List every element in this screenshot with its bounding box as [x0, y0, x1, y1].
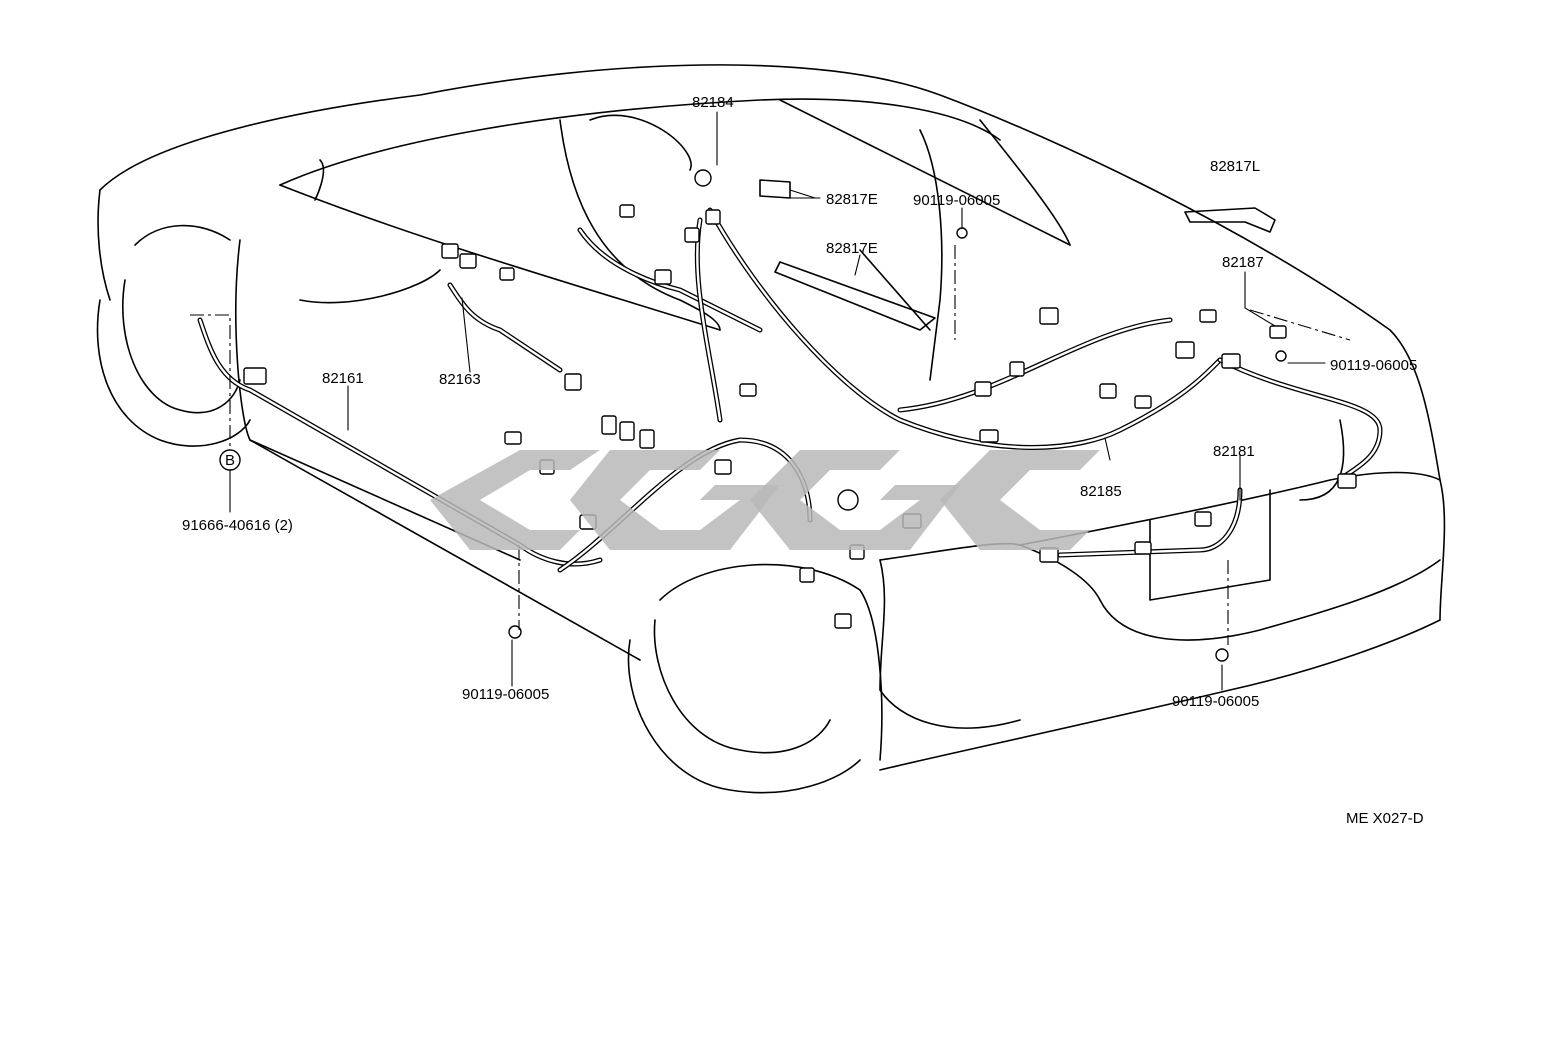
part-82817L-cover — [1184, 207, 1276, 233]
label-91666: 91666-40616 (2) — [182, 517, 293, 534]
label-82161: 82161 — [322, 370, 364, 387]
bolt-icon — [508, 227, 1287, 662]
watermark-logo — [430, 450, 1100, 550]
part-82817E-bracket — [759, 179, 816, 199]
ground-mark-label: B — [225, 452, 235, 469]
reference-code: ME X027-D — [1346, 810, 1424, 827]
label-82817E-b: 82817E — [826, 240, 878, 257]
connectors — [243, 169, 1357, 629]
rear-right-wheel — [627, 563, 883, 794]
leader-lines — [229, 111, 1326, 691]
label-90119-a: 90119-06005 — [913, 192, 1000, 209]
rear-left-wheel — [96, 224, 251, 447]
label-82817E-a: 82817E — [826, 191, 878, 208]
label-90119-d: 90119-06005 — [1172, 693, 1259, 710]
label-82185: 82185 — [1080, 483, 1122, 500]
label-90119-b: 90119-06005 — [1330, 357, 1417, 374]
label-82181: 82181 — [1213, 443, 1255, 460]
label-82817L: 82817L — [1210, 158, 1260, 175]
label-82184: 82184 — [692, 94, 734, 111]
part-82817E-cover — [774, 261, 936, 331]
ground-mark: B — [219, 449, 241, 471]
label-82187: 82187 — [1222, 254, 1264, 271]
reference-lines — [190, 245, 1351, 645]
label-82163: 82163 — [439, 371, 481, 388]
label-90119-c: 90119-06005 — [462, 686, 549, 703]
